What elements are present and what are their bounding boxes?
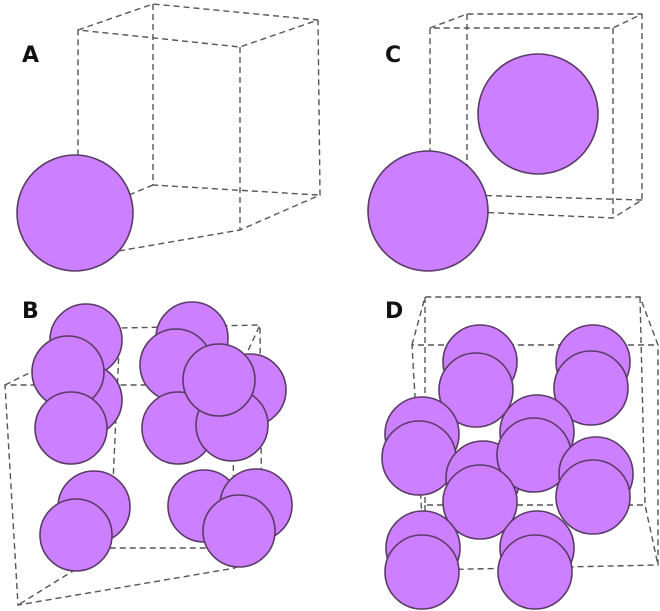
panel-label-b: B [22,299,39,324]
atom-b-12 [39,498,113,572]
panel-label-a: A [22,43,39,68]
atom-d-12 [555,459,631,535]
panel-label-d: D [385,299,403,324]
atom-a-corner [16,154,134,272]
atom-b-10 [182,343,256,417]
atom-d-2 [438,352,514,428]
panel-b-cell [4,301,293,606]
panel-a-simple-cubic [16,3,321,272]
panel-d-cell [381,296,660,610]
atom-d-11 [442,464,518,540]
atom-b-15 [202,494,276,568]
panel-label-c: C [385,43,401,68]
panel-c-body-centred [367,13,643,272]
atom-d-16 [497,534,573,610]
atom-c-body-centre [477,53,599,175]
atom-b-4 [34,391,108,465]
atom-d-4 [553,350,629,426]
atom-c-corner [367,150,489,272]
atom-d-15 [384,534,460,610]
atom-d-7 [381,420,457,496]
